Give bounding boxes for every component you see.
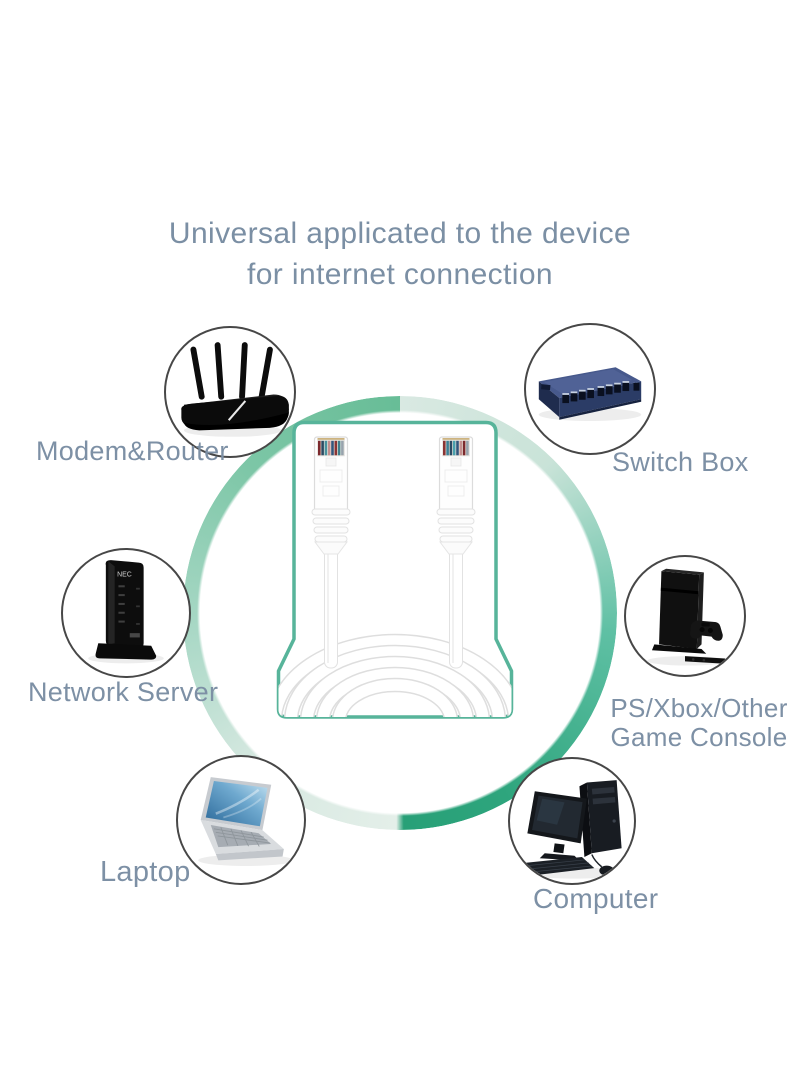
cable-coil [278, 633, 512, 717]
modem-router-label: Modem&Router [36, 436, 229, 466]
switch-box-label: Switch Box [612, 447, 749, 477]
game-console-image [647, 568, 728, 666]
title-line-1: Universal applicated to the device [168, 217, 632, 250]
computer-image [522, 780, 625, 879]
game-console-label: PS/Xbox/Other Game Console [598, 694, 800, 752]
device-circle-network-server: NEC [61, 548, 191, 678]
title-line-2: for internet connection [246, 258, 554, 291]
cable-panel [270, 413, 530, 725]
game-console-label-line-2: Game Console [610, 722, 788, 752]
network-server-image: NEC [88, 560, 164, 664]
rj45-connector-right [436, 436, 476, 555]
network-server-label: Network Server [28, 677, 219, 707]
device-circle-computer [508, 757, 636, 885]
device-circle-laptop [176, 755, 306, 885]
game-console-label-line-1: PS/Xbox/Other [610, 693, 788, 723]
page-title: Universal applicated to the device for i… [0, 213, 800, 295]
switch-box-image [538, 367, 642, 421]
svg-text:NEC: NEC [117, 571, 132, 578]
laptop-image [198, 777, 294, 866]
rj45-connector-left [311, 436, 351, 555]
device-circle-modem-router [164, 326, 296, 458]
device-circle-game-console [624, 555, 746, 677]
cable-runs [324, 540, 463, 669]
laptop-label: Laptop [100, 856, 191, 888]
modem-router-image [181, 342, 289, 437]
computer-label: Computer [533, 883, 659, 914]
ethernet-cable-image [276, 420, 514, 719]
device-circle-switch-box [524, 323, 656, 455]
